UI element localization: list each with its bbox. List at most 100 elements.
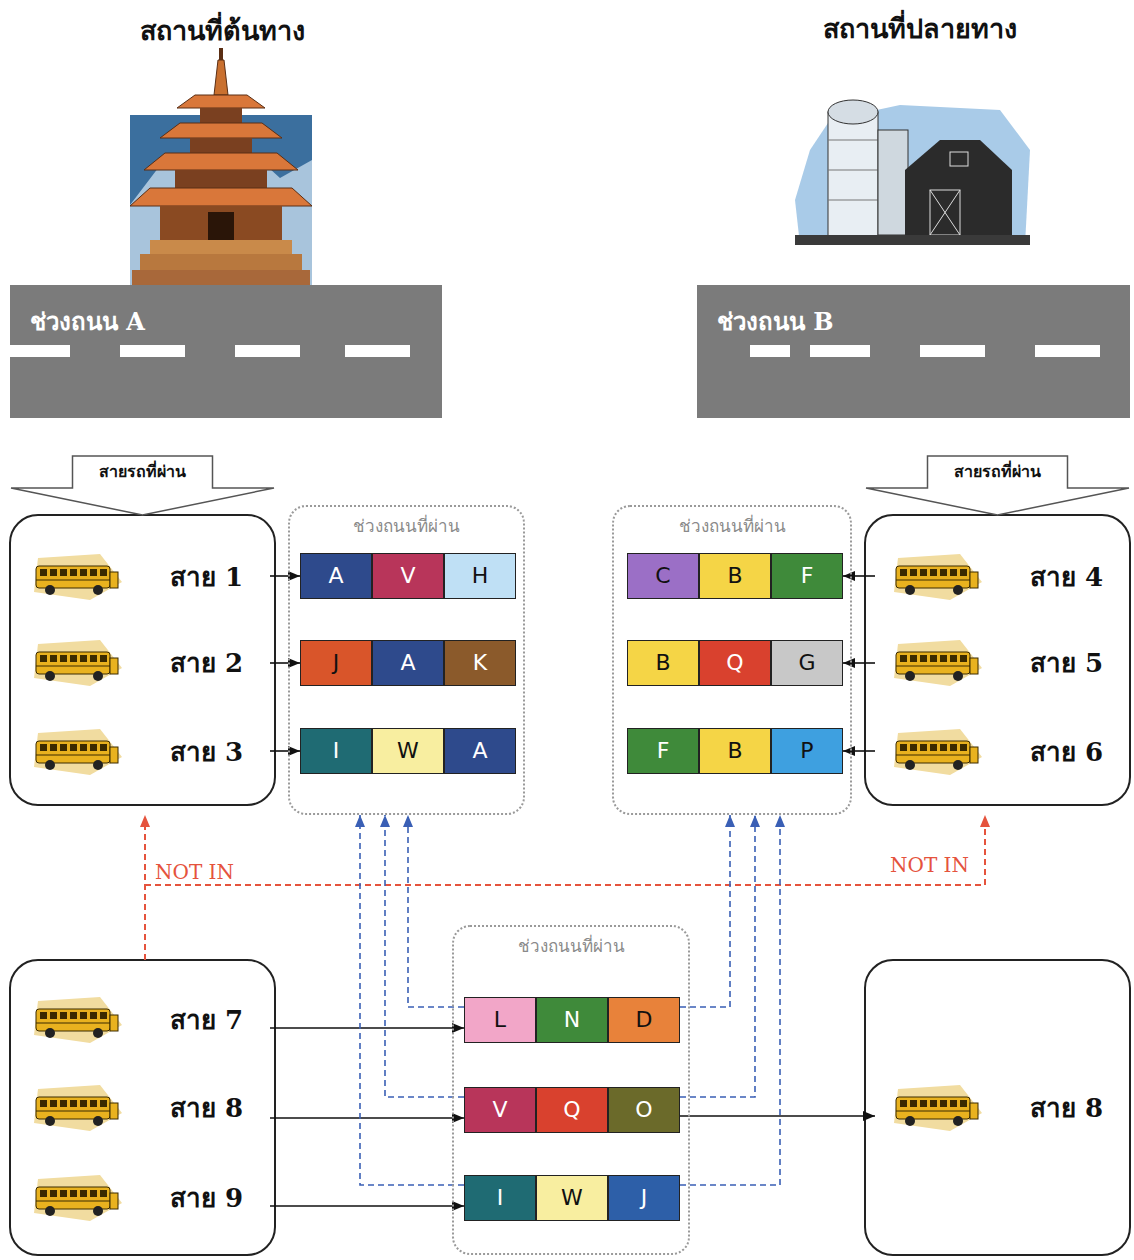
block-arrow: สายรถที่ผ่าน xyxy=(865,455,1130,515)
route-arrow xyxy=(270,571,300,581)
bus-icon-part xyxy=(40,1190,47,1197)
temple-picture-part xyxy=(200,108,242,123)
bus-line-name: สาย 6 xyxy=(1030,724,1103,780)
bus-icon-part xyxy=(940,744,947,751)
bus-icon-part xyxy=(920,744,927,751)
temple-picture-part xyxy=(144,153,298,170)
bus-line-name: สาย 2 xyxy=(170,635,243,691)
bus-icon-part xyxy=(896,652,970,674)
bus-icon-part xyxy=(45,671,55,681)
temple-picture-part xyxy=(130,115,312,285)
bus-icon xyxy=(30,995,125,1045)
bus-icon-part xyxy=(70,569,77,576)
not-in-line-part xyxy=(980,815,990,827)
bus-line-row: สาย 6 xyxy=(875,724,1125,780)
bus-icon xyxy=(30,638,125,688)
barn-picture-part xyxy=(828,140,878,141)
segment-code: I xyxy=(497,1176,504,1220)
bus-icon-part xyxy=(100,1190,107,1197)
bus-icon-part xyxy=(45,760,55,770)
route-arrow xyxy=(270,658,300,668)
temple-picture-part xyxy=(190,138,252,153)
temple-picture-part xyxy=(160,123,282,138)
bus-icon-part xyxy=(110,1015,118,1031)
bus-line-name: สาย 9 xyxy=(170,1170,243,1226)
segment-heading: ช่วงถนนที่ผ่าน xyxy=(518,935,625,957)
bus-icon-part xyxy=(920,569,927,576)
bus-icon-part xyxy=(36,741,110,763)
bus-line-row: สาย 4 xyxy=(875,549,1125,605)
not-in-line-part xyxy=(140,815,150,827)
barn-picture xyxy=(795,100,1030,245)
bus-icon-part xyxy=(93,585,103,595)
bus-icon xyxy=(30,1173,125,1223)
bus-line-row: สาย 5 xyxy=(875,635,1125,691)
bus-line-row: สาย 8 xyxy=(20,1080,270,1136)
bus-icon-part xyxy=(950,569,957,576)
lane-dash xyxy=(10,345,70,357)
temple-picture-part xyxy=(208,212,234,240)
segment-link xyxy=(680,815,785,1185)
bus-icon-part xyxy=(50,744,57,751)
barn-picture-part xyxy=(930,190,960,235)
segment-cell: J xyxy=(608,1175,680,1221)
segment-cell: K xyxy=(444,640,516,686)
route-arrow xyxy=(270,1113,464,1123)
segment-code: B xyxy=(655,641,670,685)
segment-code: L xyxy=(494,998,506,1042)
bus-icon-part xyxy=(36,652,110,674)
segment-cell: D xyxy=(608,997,680,1043)
segment-cell: A xyxy=(372,640,444,686)
segment-code: H xyxy=(472,554,489,598)
bus-icon-part xyxy=(80,1012,87,1019)
segment-group: ช่วงถนนที่ผ่านLNDVQOIWJ xyxy=(452,925,690,1255)
bus-icon-part xyxy=(40,1012,47,1019)
bus-icon-part xyxy=(40,569,47,576)
barn-picture-part xyxy=(828,100,878,124)
barn-picture-part xyxy=(795,235,1030,245)
bus-icon-part xyxy=(970,572,978,588)
bus-icon-part xyxy=(34,554,122,600)
segment-cell: W xyxy=(372,728,444,774)
block-arrow: สายรถที่ผ่าน xyxy=(10,455,275,515)
bus-icon-part xyxy=(970,747,978,763)
bus-icon-part xyxy=(953,585,963,595)
bus-icon-part xyxy=(940,655,947,662)
bus-icon-part xyxy=(90,1190,97,1197)
connector-line xyxy=(680,1115,875,1117)
segment-cell: V xyxy=(464,1087,536,1133)
bus-icon-part xyxy=(950,744,957,751)
bus-icon-part xyxy=(100,1100,107,1107)
segment-cell: V xyxy=(372,553,444,599)
bus-icon-part xyxy=(90,1012,97,1019)
bus-icon-part xyxy=(45,1028,55,1038)
barn-picture-part xyxy=(905,140,1012,235)
bus-icon-part xyxy=(970,658,978,674)
segment-code: A xyxy=(328,554,343,598)
bus-line-name: สาย 8 xyxy=(1030,1080,1103,1136)
segment-cell: G xyxy=(771,640,843,686)
route-arrow xyxy=(680,1111,875,1121)
bus-icon xyxy=(890,1083,985,1133)
bus-icon-part xyxy=(894,640,982,686)
bus-icon-part xyxy=(940,569,947,576)
bus-icon-part xyxy=(90,655,97,662)
bus-icon-part xyxy=(45,585,55,595)
bus-icon-part xyxy=(930,655,937,662)
bus-icon-part xyxy=(910,655,917,662)
lane-dash xyxy=(810,345,870,357)
bus-line-row: สาย 7 xyxy=(20,992,270,1048)
bus-icon-part xyxy=(60,655,67,662)
bus-line-name: สาย 8 xyxy=(170,1080,243,1136)
lane-marking xyxy=(697,285,1130,418)
segment-code: P xyxy=(800,729,813,773)
segment-code: F xyxy=(801,554,814,598)
arrow-head xyxy=(843,746,855,756)
arrow-head xyxy=(775,815,785,827)
bus-icon-part xyxy=(50,1190,57,1197)
route-arrow xyxy=(270,746,300,756)
not-in-line-part xyxy=(145,824,985,885)
bus-icon-part xyxy=(70,1190,77,1197)
